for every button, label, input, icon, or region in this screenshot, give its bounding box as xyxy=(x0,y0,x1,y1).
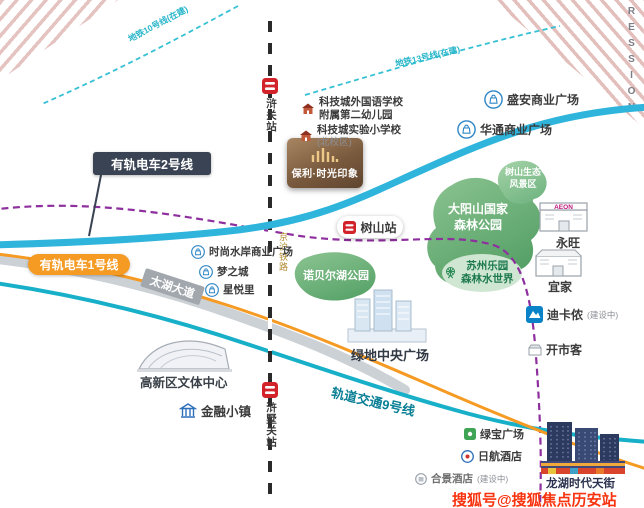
greenland-plaza-illustration xyxy=(347,289,427,343)
tram1-line-label: 有轨电车1号线 xyxy=(28,254,130,275)
watermark-text: 搜狐号@搜狐焦点历安站 xyxy=(452,492,617,508)
huguan-station-icon xyxy=(262,78,278,94)
corner-letters: RESSION xyxy=(626,6,637,118)
dayangshan-park-label: 大阳山国家 森林公园 xyxy=(447,202,508,233)
aeon-store-illustration: AEON xyxy=(539,202,588,232)
nobel-lake-park-label: 诺贝尔湖公园 xyxy=(303,270,369,282)
storefront-icon xyxy=(528,344,542,355)
school-icon xyxy=(300,130,312,142)
bank-pavilion-icon xyxy=(179,402,197,418)
shopping-bag-icon xyxy=(205,282,219,297)
project-logo-icon xyxy=(311,147,339,162)
green-plaza-icon xyxy=(464,428,476,440)
lvbao-plaza-label: 绿宝广场 xyxy=(464,426,524,442)
shushan-eco-blob xyxy=(497,160,547,204)
financial-town-label: 金融小镇 xyxy=(179,401,251,420)
decathlon-icon xyxy=(526,306,543,323)
metro-logo-icon xyxy=(343,220,357,234)
school1-label: 科技城外国语学校 附属第二幼儿园 xyxy=(301,96,403,122)
costco-label: 开市客 xyxy=(528,341,582,358)
xushuguan-station-name: 浒墅关站 xyxy=(265,402,277,448)
nobel-lake-park-blob xyxy=(294,252,376,301)
school-icon xyxy=(302,103,314,114)
project-name: 保利·时光印象 xyxy=(291,168,359,180)
culture-center-label: 高新区文体中心 xyxy=(140,376,228,390)
longhu-mall-label: 龙湖时代天街 xyxy=(546,478,615,490)
greenland-plaza-label: 绿地中央广场 xyxy=(350,348,429,363)
project-marker: 保利·时光印象 xyxy=(287,138,363,188)
planned-rail-dashed-line xyxy=(0,204,542,506)
huguan-station-name: 浒关站 xyxy=(265,98,277,133)
amusement-area-blob xyxy=(442,254,522,292)
huatong-plaza-label: 华通商业广场 xyxy=(457,120,552,139)
shushan-eco-label: 树山生态 风景区 xyxy=(504,167,541,190)
ikea-store-illustration xyxy=(535,249,582,277)
shengan-plaza-label: 盛安商业广场 xyxy=(484,90,579,109)
hejing-hotel-label: 合景酒店 (建设中) xyxy=(415,471,508,486)
shopping-bag-icon xyxy=(199,264,213,279)
decathlon-label: 迪卡侬 (建设中) xyxy=(526,306,618,323)
ferris-wheel-icon xyxy=(446,267,455,279)
metro10-line xyxy=(41,5,239,105)
railway-name-label: 京沪铁路 xyxy=(278,232,288,272)
canal-line xyxy=(0,103,644,249)
aeon-label: 永旺 xyxy=(556,236,581,250)
longhu-mall-illustration xyxy=(541,422,625,474)
tram2-line-label: 有轨电车2号线 xyxy=(93,152,211,175)
shopping-bag-icon xyxy=(457,120,476,139)
tram2-pointer-line xyxy=(88,174,102,237)
xushuguan-station-icon xyxy=(262,382,278,398)
xingyueli-label: 星悦里 xyxy=(205,282,255,297)
hotel-icon xyxy=(461,449,474,463)
shishang-plaza-label: 时尚水岸商业广场 xyxy=(191,244,293,259)
metro13-line xyxy=(304,25,561,96)
shopping-bag-icon xyxy=(191,244,205,259)
amusement-park-label: 苏州乐园 森林水世界 xyxy=(444,260,514,286)
mengzhicheng-label: 梦之城 xyxy=(199,264,249,279)
culture-center-illustration xyxy=(137,340,232,372)
shopping-bag-icon xyxy=(484,90,503,109)
ikea-label: 宜家 xyxy=(548,280,573,294)
nikko-hotel-label: 日航酒店 xyxy=(461,448,522,464)
school2-label: 科技城实验小学校 (北校区) xyxy=(299,124,401,149)
aeon-sign-text: AEON xyxy=(554,204,573,211)
shushan-station-name: 树山站 xyxy=(360,220,397,235)
hotel-icon xyxy=(415,472,427,485)
shushan-station-marker: 树山站 xyxy=(337,216,403,238)
